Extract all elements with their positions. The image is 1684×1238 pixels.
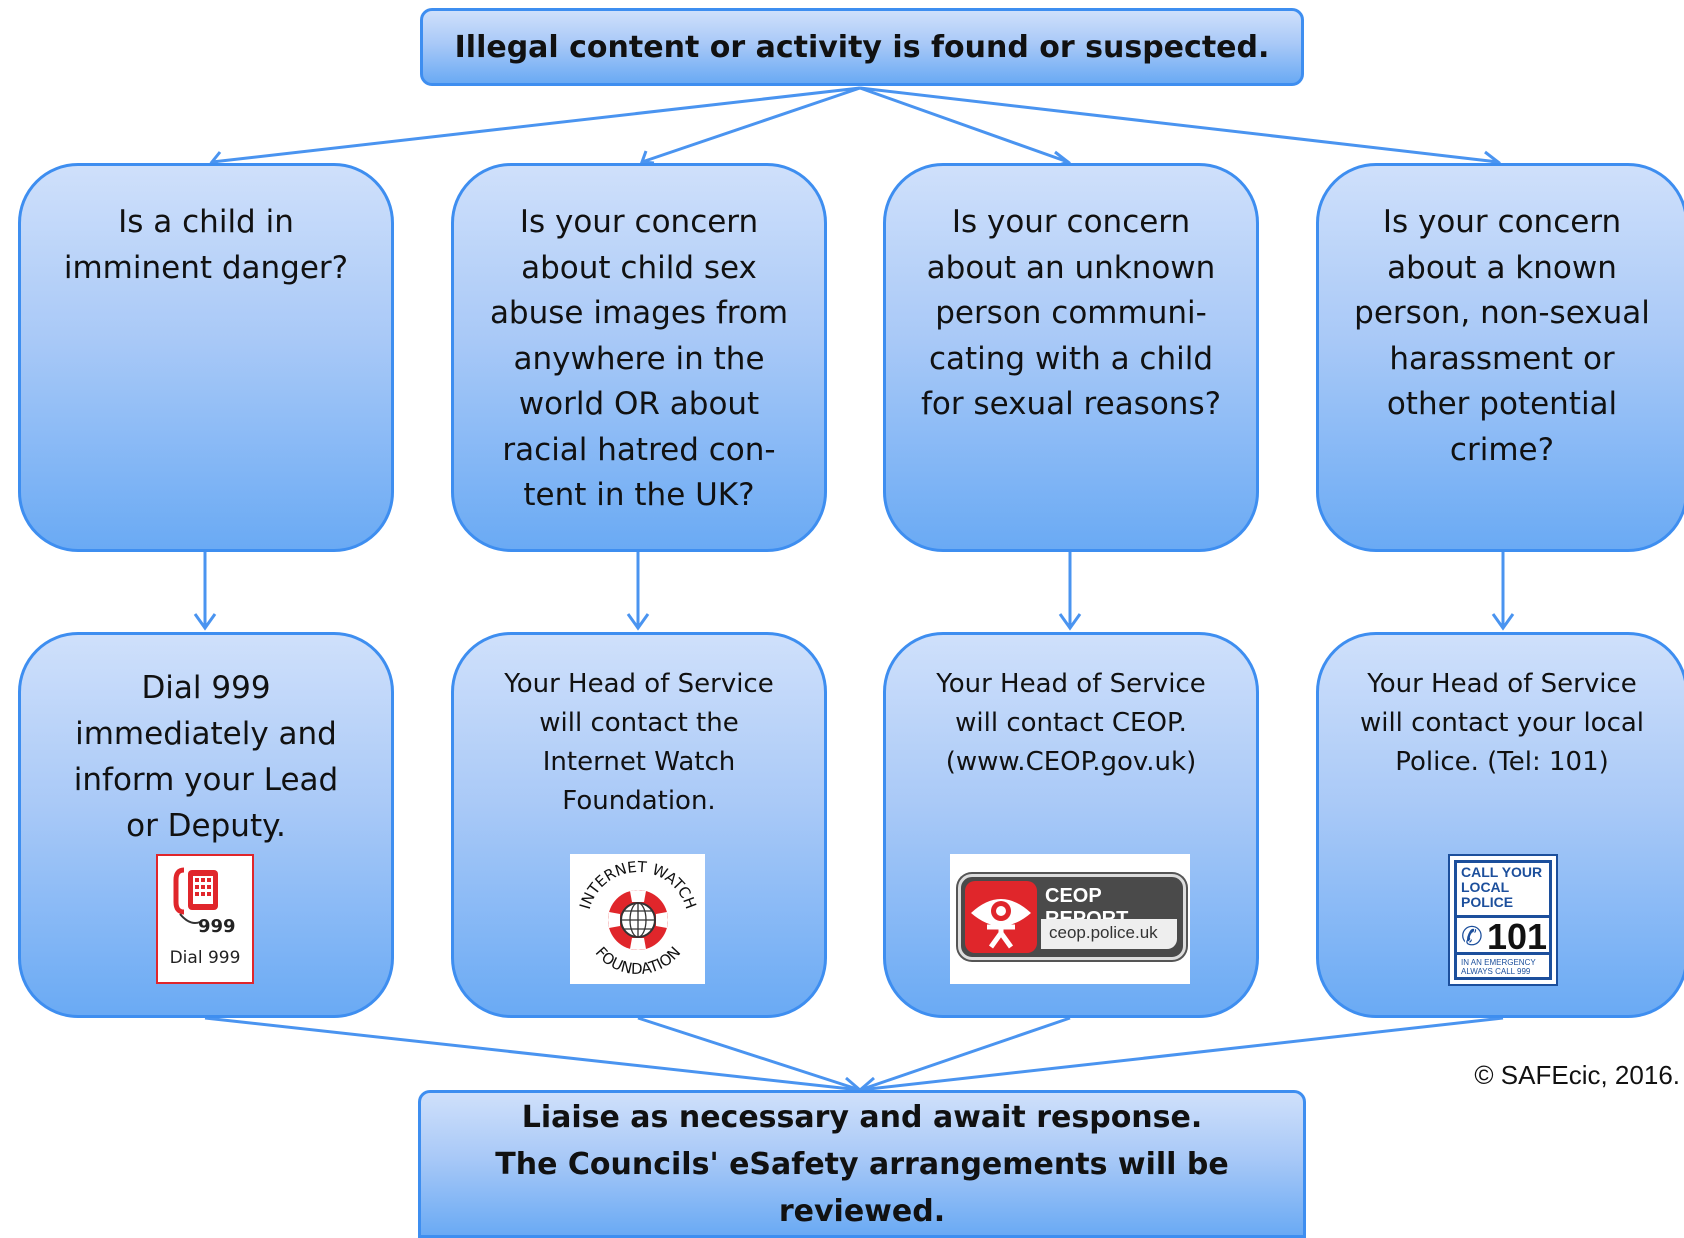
police-line1: CALL YOUR <box>1461 864 1543 880</box>
ceop-url-strip: ceop.police.uk <box>1041 919 1177 949</box>
action-text: Your Head of Service will contact the In… <box>504 669 774 816</box>
copyright-notice: © SAFEcic, 2016. <box>1474 1060 1680 1090</box>
connector-a4-to-bottom <box>859 1016 1504 1092</box>
police-number: 101 <box>1487 916 1548 957</box>
question-text: Is a child in imminent danger? <box>63 204 349 286</box>
connector-a3-to-bottom <box>859 1016 1071 1092</box>
police-number-band: ✆ 101 <box>1457 915 1549 957</box>
connector-top-to-q3 <box>859 86 1069 164</box>
action-text: Dial 999 immediately and inform your Lea… <box>73 670 339 844</box>
ceop-badge: CEOP REPORT ceop.police.uk <box>958 874 1186 960</box>
end-box: Liaise as necessary and await response. … <box>418 1090 1306 1238</box>
police-footer1: IN AN EMERGENCY <box>1461 958 1536 967</box>
question-text: Is your concern about child sex abuse im… <box>489 204 789 513</box>
action-text: Your Head of Service will contact CEOP. … <box>936 669 1206 777</box>
start-box: Illegal content or activity is found or … <box>420 8 1304 86</box>
dial-999-logo: 999 Dial 999 <box>156 854 254 984</box>
connector-a2-to-bottom <box>637 1016 861 1092</box>
action-text: Your Head of Service will contact your l… <box>1359 669 1645 777</box>
question-box-unknown-person: Is your concern about an unknown person … <box>883 163 1259 552</box>
police-101-logo: CALL YOUR LOCAL POLICE ✆ 101 IN AN EMERG… <box>1448 854 1558 986</box>
iwf-logo: INTERNET WATCH FOUNDATION <box>570 854 705 984</box>
eye-figure-icon <box>971 899 1031 949</box>
police-line3: POLICE <box>1461 894 1514 910</box>
ceop-red-panel <box>965 881 1037 953</box>
start-text: Illegal content or activity is found or … <box>454 29 1270 65</box>
action-text: Your Head of Service will contact CEOP. … <box>916 665 1226 782</box>
question-box-imminent-danger: Is a child in imminent danger? <box>18 163 394 552</box>
question-box-known-person: Is your concern about a known person, no… <box>1316 163 1684 552</box>
ceop-report-logo: CEOP REPORT ceop.police.uk <box>950 854 1190 984</box>
end-line1: Liaise as necessary and await response. <box>521 1099 1203 1135</box>
ceop-url: ceop.police.uk <box>1049 923 1158 942</box>
connector-a1-to-bottom <box>204 1016 861 1092</box>
end-line2: The Councils' eSafety arrangements will … <box>495 1146 1229 1229</box>
question-text: Is your concern about an unknown person … <box>920 204 1222 422</box>
lifebuoy-globe-icon: INTERNET WATCH FOUNDATION <box>576 858 700 978</box>
police-box: CALL YOUR LOCAL POLICE ✆ 101 IN AN EMERG… <box>1454 860 1552 980</box>
question-box-abuse-images: Is your concern about child sex abuse im… <box>451 163 827 552</box>
phone-handset-icon: ✆ <box>1461 921 1483 951</box>
police-line2: LOCAL <box>1461 879 1510 895</box>
dial-999-caption: Dial 999 <box>169 948 241 968</box>
dial-999-number: 999 <box>198 916 236 937</box>
connector-top-to-q4 <box>859 86 1499 164</box>
red-phone-icon <box>173 867 218 924</box>
police-footer2: ALWAYS CALL 999 <box>1461 967 1531 976</box>
question-text: Is your concern about a known person, no… <box>1354 204 1650 468</box>
connector-top-to-q1 <box>211 86 861 164</box>
connector-top-to-q2 <box>641 86 861 164</box>
